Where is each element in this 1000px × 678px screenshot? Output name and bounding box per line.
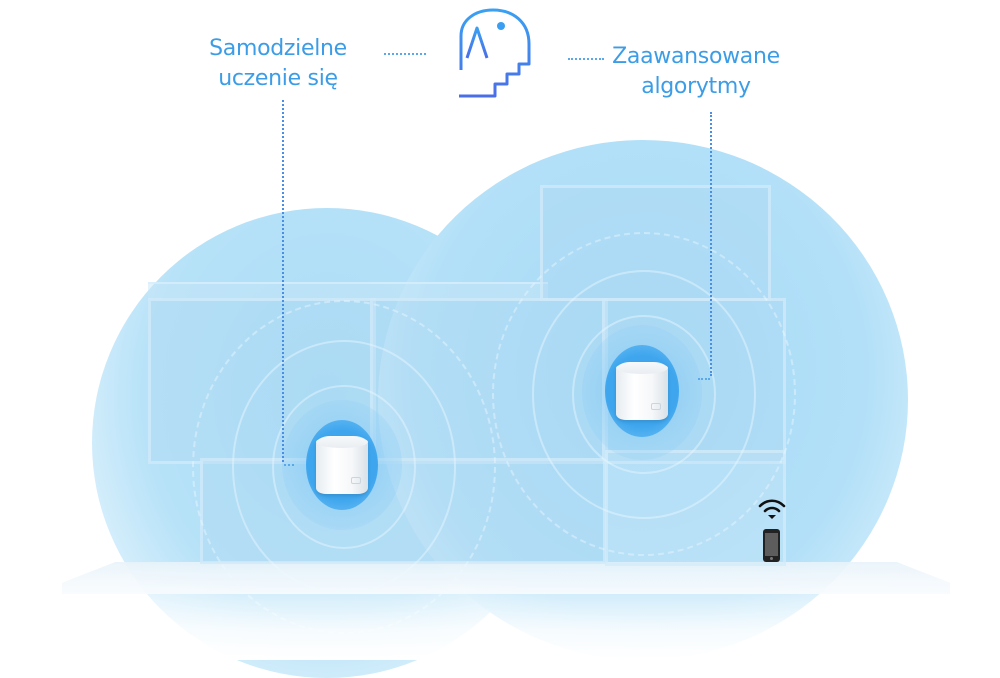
mesh-router-icon xyxy=(316,436,368,494)
label-line: uczenie się xyxy=(218,66,338,91)
connector-left-foot xyxy=(284,464,294,466)
connector-right-vertical xyxy=(710,112,712,376)
house-balcony-rail xyxy=(148,282,548,300)
wifi-signal-icon xyxy=(758,499,786,519)
signal-ring xyxy=(272,385,416,549)
label-line: Zaawansowane xyxy=(612,44,780,69)
label-line: Samodzielne xyxy=(209,36,347,61)
ai-head-icon xyxy=(459,8,531,98)
smartphone-icon xyxy=(763,529,780,562)
router-logo-icon xyxy=(351,477,361,484)
phone-screen xyxy=(765,533,778,556)
bottom-fade xyxy=(0,560,1000,660)
connector-left-horizontal xyxy=(384,53,426,55)
illustration-stage: Samodzielne uczenie się Zaawansowane alg… xyxy=(0,8,1000,678)
signal-ring xyxy=(492,232,796,556)
mesh-router-icon xyxy=(616,362,668,420)
signal-ring xyxy=(572,315,716,474)
connector-right-foot xyxy=(698,378,710,380)
label-line: algorytmy xyxy=(641,74,751,99)
router-logo-icon xyxy=(651,403,661,410)
connector-right-horizontal xyxy=(568,58,604,60)
phone-home-button xyxy=(770,557,773,560)
connector-left-vertical xyxy=(282,100,284,462)
feature-label-advanced-algorithms: Zaawansowane algorytmy xyxy=(598,42,794,102)
feature-label-self-learning: Samodzielne uczenie się xyxy=(180,34,376,94)
